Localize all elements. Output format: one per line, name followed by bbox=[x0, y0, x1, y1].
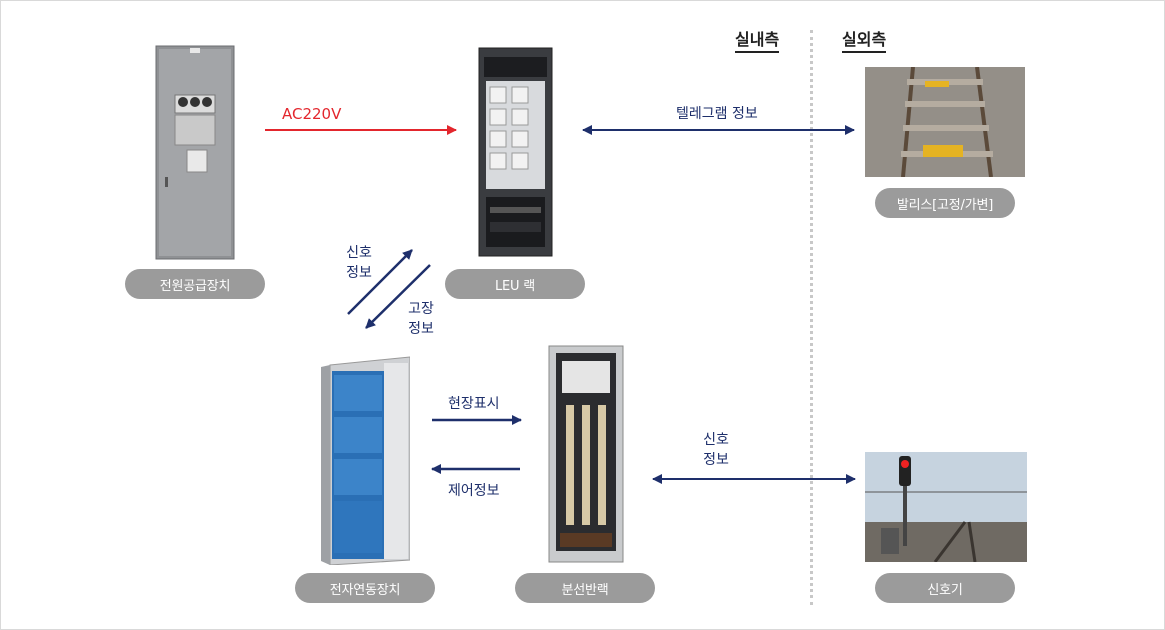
signal-info-line2: 정보 bbox=[346, 265, 372, 281]
leu-rack-image bbox=[478, 47, 553, 257]
ac220v-label: AC220V bbox=[282, 105, 342, 123]
interlocking-cabinet-image bbox=[321, 356, 410, 565]
outdoor-zone-label: 실외측 bbox=[842, 31, 887, 53]
indoor-zone-label: 실내측 bbox=[735, 31, 780, 53]
signal-photo bbox=[865, 452, 1027, 562]
signal-label: 신호기 bbox=[875, 573, 1015, 603]
power-supply-cabinet-image bbox=[155, 45, 235, 260]
fault-info-label: 고장 정보 bbox=[401, 299, 441, 339]
balise-photo bbox=[865, 67, 1025, 177]
signal-link-label: 신호 정보 bbox=[696, 430, 736, 470]
distribution-rack-label: 분선반랙 bbox=[515, 573, 655, 603]
fault-info-line1: 고장 bbox=[408, 301, 434, 317]
control-info-label: 제어정보 bbox=[448, 483, 500, 499]
leu-rack-label: LEU 랙 bbox=[445, 269, 585, 299]
signal-info-label: 신호 정보 bbox=[339, 243, 379, 283]
fault-info-line2: 정보 bbox=[408, 321, 434, 337]
signal-link-line2: 정보 bbox=[703, 452, 729, 468]
signal-info-arrow bbox=[347, 249, 413, 315]
power-supply-label: 전원공급장치 bbox=[125, 269, 265, 299]
fault-info-arrow bbox=[365, 264, 431, 329]
indoor-outdoor-divider bbox=[810, 30, 813, 605]
signal-info-line1: 신호 bbox=[346, 245, 372, 261]
signal-link-line1: 신호 bbox=[703, 432, 729, 448]
field-display-label: 현장표시 bbox=[448, 396, 500, 412]
interlocking-label: 전자연동장치 bbox=[295, 573, 435, 603]
telegram-label: 텔레그램 정보 bbox=[676, 106, 758, 122]
distribution-rack-image bbox=[548, 345, 624, 563]
balise-label: 발리스[고정/가변] bbox=[875, 188, 1015, 218]
